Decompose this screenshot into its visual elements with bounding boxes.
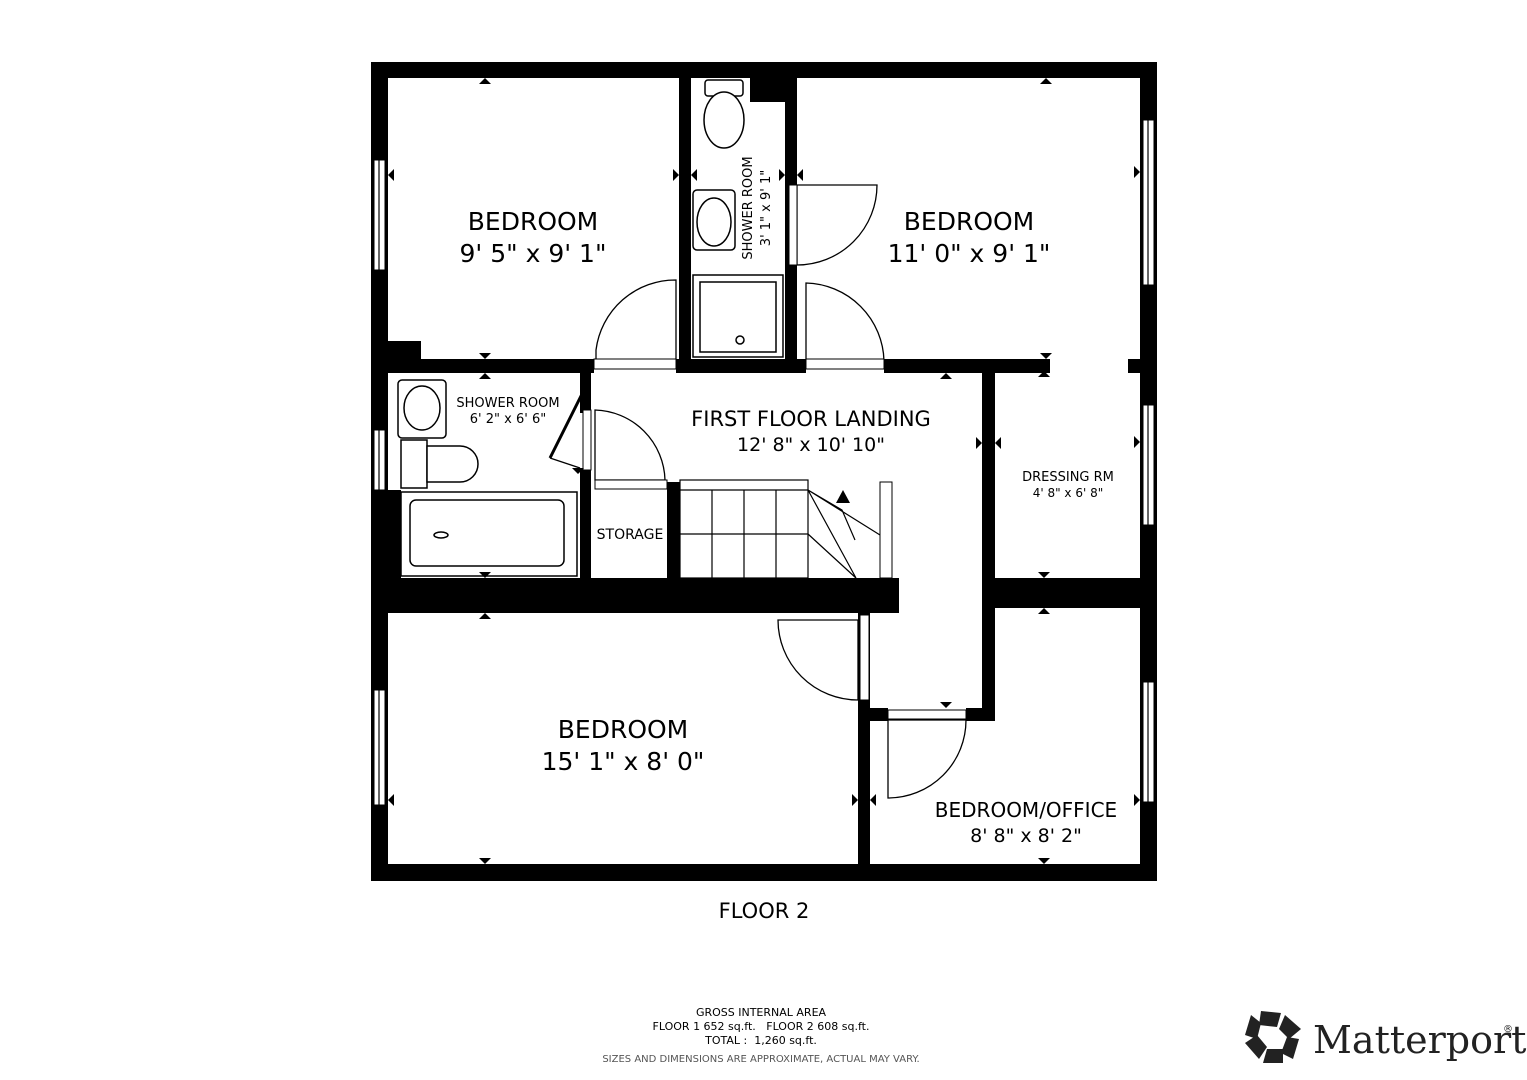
room-name: SHOWER ROOM	[741, 156, 756, 259]
stair-direction-arrow	[836, 490, 850, 503]
door-swing	[594, 409, 666, 481]
room-name: BEDROOM	[468, 207, 599, 236]
room-storage: STORAGE	[597, 527, 664, 543]
door-swing	[887, 719, 967, 799]
room-name: BEDROOM	[904, 207, 1035, 236]
room-dimensions: 11' 0" x 9' 1"	[888, 239, 1051, 268]
room-dimensions: 3' 1" x 9' 1"	[759, 170, 774, 246]
door-swing	[777, 619, 859, 701]
room-name: BEDROOM/OFFICE	[935, 798, 1117, 822]
area-heading: GROSS INTERNAL AREA	[696, 1006, 827, 1019]
room-name: STORAGE	[597, 527, 664, 543]
room-bedroom-top-right: BEDROOM 11' 0" x 9' 1"	[888, 207, 1051, 268]
door-swing	[805, 282, 885, 362]
windows	[373, 119, 1155, 806]
doors	[548, 184, 967, 799]
stairs	[679, 479, 893, 579]
floor-label: FLOOR 2	[719, 899, 810, 923]
room-dimensions: 9' 5" x 9' 1"	[460, 239, 607, 268]
room-bedroom-top-left: BEDROOM 9' 5" x 9' 1"	[460, 207, 607, 268]
room-dimensions: 4' 8" x 6' 8"	[1033, 486, 1104, 500]
room-name: SHOWER ROOM	[456, 396, 559, 411]
room-dimensions: 12' 8" x 10' 10"	[737, 434, 885, 456]
area-floors: FLOOR 1 652 sq.ft. FLOOR 2 608 sq.ft.	[653, 1020, 870, 1033]
brand-name: Matterport	[1313, 1018, 1526, 1062]
brand-registered-mark: ®	[1503, 1024, 1513, 1035]
room-bedroom-bottom: BEDROOM 15' 1" x 8' 0"	[542, 715, 705, 776]
fixtures	[397, 79, 784, 577]
room-name: DRESSING RM	[1022, 470, 1114, 485]
door-swing	[595, 279, 677, 361]
room-shower-room: SHOWER ROOM 6' 2" x 6' 6"	[456, 396, 559, 427]
room-dressing: DRESSING RM 4' 8" x 6' 8"	[1022, 470, 1114, 500]
room-landing: FIRST FLOOR LANDING 12' 8" x 10' 10"	[691, 407, 931, 456]
area-disclaimer: SIZES AND DIMENSIONS ARE APPROXIMATE, AC…	[602, 1054, 919, 1065]
room-name: BEDROOM	[558, 715, 689, 744]
room-dimensions: 6' 2" x 6' 6"	[470, 412, 546, 427]
room-dimensions: 15' 1" x 8' 0"	[542, 747, 705, 776]
room-bedroom-office: BEDROOM/OFFICE 8' 8" x 8' 2"	[935, 798, 1117, 847]
area-summary: GROSS INTERNAL AREA FLOOR 1 652 sq.ft. F…	[602, 1006, 919, 1065]
dimension-markers	[388, 78, 1140, 864]
room-shower-room-narrow: SHOWER ROOM 3' 1" x 9' 1"	[741, 156, 774, 259]
matterport-logo: Matterport ®	[1245, 1011, 1526, 1063]
matterport-mark-icon	[1245, 1011, 1301, 1063]
toilet-bowl	[426, 445, 479, 483]
door-swing	[796, 184, 878, 266]
area-total: TOTAL : 1,260 sq.ft.	[704, 1034, 817, 1047]
toilet-cistern	[400, 439, 428, 489]
room-dimensions: 8' 8" x 8' 2"	[970, 825, 1082, 847]
room-name: FIRST FLOOR LANDING	[691, 407, 931, 431]
toilet-bowl	[703, 91, 745, 149]
